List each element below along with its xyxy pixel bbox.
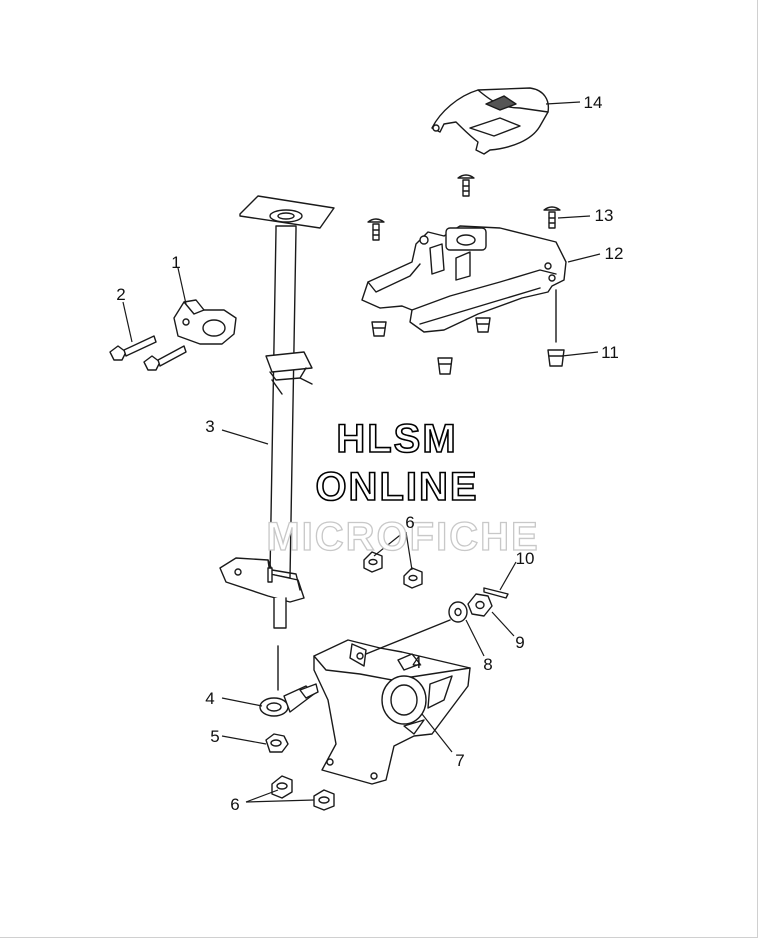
callout-6-upper: 6 [405,513,414,532]
callout-3: 3 [205,417,214,436]
leader-8 [465,619,485,657]
leader-7 [421,713,453,753]
leader-1 [177,267,187,305]
part-1-clamp [173,299,237,345]
leader-2 [122,301,133,343]
part-12-bracket [361,225,567,333]
callout-4-bracket: 4 [412,653,421,672]
part-14-cover [431,87,550,155]
part-13-screws [367,174,561,241]
leader-12 [567,253,601,263]
watermark: HLSM ONLINE MICROFICHE [266,416,539,559]
leader-3 [221,429,269,445]
part-10-cotter-pin [483,587,509,599]
callout-14: 14 [584,93,603,112]
leader-9 [491,611,515,637]
callout-10: 10 [516,549,535,568]
callout-5: 5 [210,727,219,746]
callout-7: 7 [455,751,464,770]
callout-2: 2 [116,285,125,304]
part-6-lower-nuts [271,775,335,811]
part-5-nut [265,733,289,753]
part-11-nuts [371,317,565,375]
leader-6b-1 [373,531,405,557]
callout-4-lower: 4 [205,689,214,708]
callout-11: 11 [601,343,619,362]
leader-6a-1 [245,789,279,803]
part-4-tie-rod-end [259,683,319,717]
part-9-nut [467,593,493,617]
leader-10 [499,561,517,591]
leader-13 [557,215,591,219]
watermark-line-1: HLSM [336,417,457,461]
callout-1: 1 [171,253,180,272]
part-8-washer [448,601,468,623]
part-6-upper-nuts [363,551,423,589]
callout-9: 9 [515,633,524,652]
callout-13: 13 [595,206,614,225]
callout-12: 12 [605,244,624,263]
leader-14 [545,101,581,105]
part-3-steering-post [219,195,335,629]
watermark-line-2: ONLINE [315,465,478,509]
leader-11 [561,351,599,357]
leader-5 [221,735,267,745]
callout-8: 8 [483,655,492,674]
leader-6b-2 [405,531,413,571]
part-7-lower-bracket [313,639,471,785]
leader-bracket-to-washer [365,619,451,655]
watermark-line-3: MICROFICHE [266,515,539,559]
leader-4a [221,697,263,707]
callout-6-lower: 6 [230,795,239,814]
leader-6a-2 [245,799,315,803]
part-2-bolts [109,335,187,371]
